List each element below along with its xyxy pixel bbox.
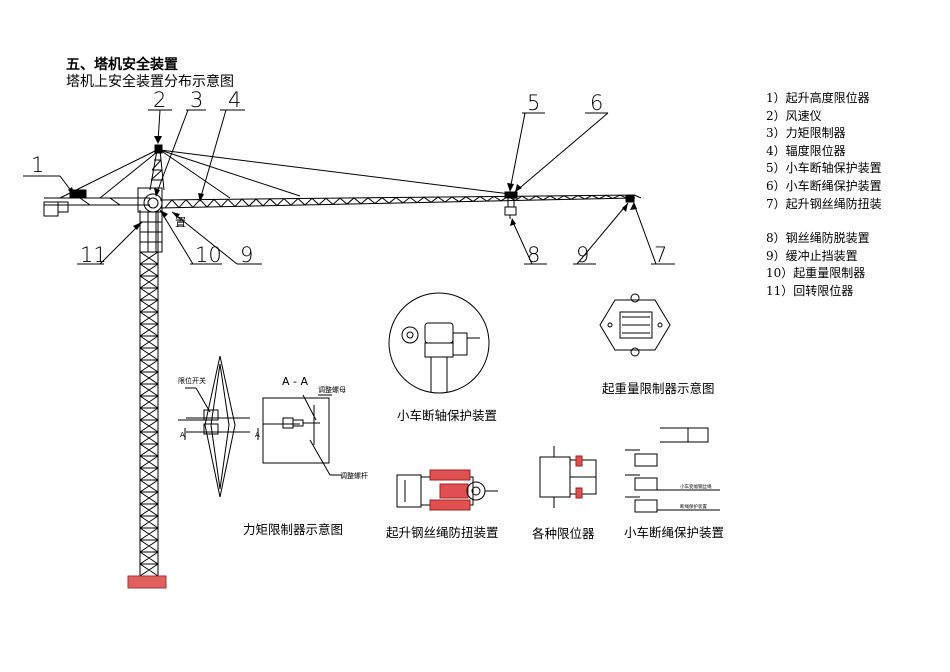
caption-rope-break: 小车断绳保护装置: [624, 525, 725, 540]
legend-item: 4）辐度限位器: [766, 143, 846, 158]
callout-2: 2: [153, 88, 166, 112]
callout-8: 8: [527, 243, 540, 267]
label-rope-note2: 断绳保护装置: [680, 503, 707, 510]
callout-3: 3: [190, 88, 203, 112]
label-arrow-a-left: A: [180, 431, 185, 439]
caption-axle-protection: 小车断轴保护装置: [397, 408, 498, 423]
callout-9-left: 9: [240, 243, 253, 267]
legend-item: 5）小车断轴保护装置: [766, 161, 882, 176]
callout-4: 4: [228, 88, 241, 112]
label-adjust-nut: 调整螺母: [318, 385, 346, 394]
jib: [159, 149, 642, 209]
callout-5: 5: [527, 91, 540, 115]
legend-item: 1）起升高度限位器: [766, 91, 870, 105]
label-adjust-screw: 调整螺杆: [340, 471, 368, 480]
trolley: [504, 191, 518, 219]
callout-leaders: [23, 109, 675, 265]
label-section: A - A: [282, 375, 308, 388]
caption-moment-limiter: 力矩限制器示意图: [243, 522, 344, 537]
legend-item: 2）风速仪: [766, 108, 822, 123]
label-rope-note1: 小车变幅钢丝绳: [680, 483, 712, 490]
detail-labels: 限位开关 A - A 调整螺母 调整螺杆 A A 小车变幅钢丝绳 断绳保护装置: [178, 375, 712, 510]
callout-7: 7: [654, 243, 667, 267]
legend-item: 6）小车断绳保护装置: [766, 178, 882, 193]
detail-limiters: [539, 446, 597, 508]
callout-10: 10: [195, 243, 222, 267]
callout-6: 6: [590, 91, 603, 115]
stray-char: 置: [175, 216, 186, 229]
legend-item: 11）回转限位器: [766, 283, 854, 298]
tower-head: [149, 144, 165, 191]
legend-item: 8）钢丝绳防脱装置: [766, 231, 870, 246]
detail-anti-twist: [396, 469, 498, 511]
detail-axle-protection: [388, 292, 490, 394]
callout-numbers: 1 2 3 4 5 6 7 8 9 9 10 11 置: [31, 88, 667, 267]
legend-list: 1）起升高度限位器 2）风速仪 3）力矩限制器 4）辐度限位器 5）小车断轴保护…: [766, 90, 882, 301]
tower-base: [127, 575, 167, 589]
detail-weight-limiter: [599, 293, 671, 357]
counter-jib: [43, 149, 158, 217]
label-arrow-a-right: A: [255, 431, 260, 439]
caption-anti-twist: 起升钢丝绳防扭装置: [386, 525, 499, 540]
callout-9-right: 9: [576, 243, 589, 267]
legend-item: 7）起升钢丝绳防扭装: [766, 196, 882, 211]
callout-1: 1: [31, 153, 44, 177]
callout-arrows: [68, 136, 637, 230]
caption-weight-limiter: 起重量限制器示意图: [602, 381, 715, 396]
page-title: 五、塔机安全装置: [66, 57, 178, 73]
label-limit-switch: 限位开关: [178, 376, 206, 385]
detail-rope-break: [625, 427, 720, 513]
callout-11: 11: [80, 243, 107, 267]
legend-item: 9）缓冲止挡装置: [766, 248, 858, 263]
legend-item: 3）力矩限制器: [766, 126, 846, 141]
tower-mast: [139, 210, 159, 578]
page-subtitle: 塔机上安全装置分布示意图: [66, 74, 234, 90]
legend-item: 10）起重量限制器: [766, 266, 866, 281]
detail-moment-limiter: [178, 355, 342, 498]
caption-limiters: 各种限位器: [532, 526, 595, 541]
